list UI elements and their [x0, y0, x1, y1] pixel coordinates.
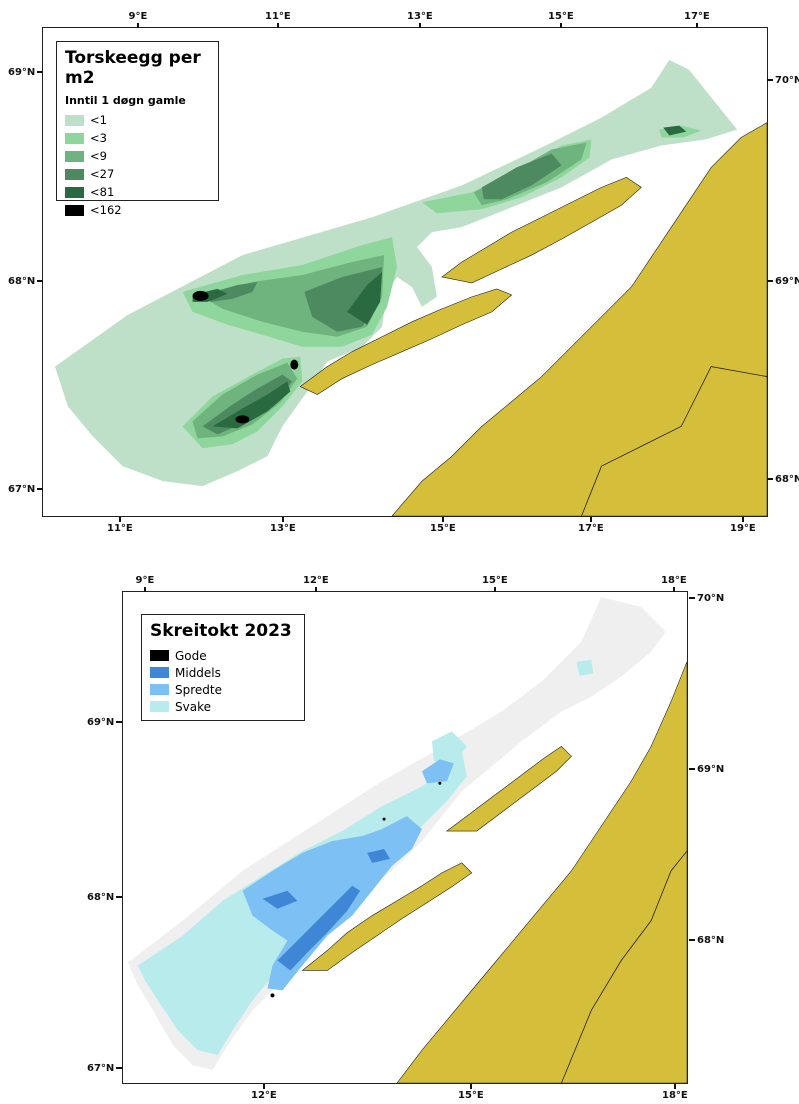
map2-right-tick: 69°N — [688, 763, 725, 775]
survey-legend: Skreitokt 2023 Gode Middels Spredte Svak… — [141, 614, 305, 721]
vesteralen-islands — [445, 745, 572, 832]
survey-map — [122, 591, 688, 1084]
legend-swatch — [150, 650, 169, 661]
map1-right-tick: 69°N — [766, 276, 799, 287]
legend-swatch — [150, 667, 169, 678]
map2-top-tick: 9°E — [135, 575, 155, 592]
map1-left-tick: 67°N — [8, 483, 44, 495]
legend-swatch — [65, 204, 84, 216]
map2-left-tick: 69°N — [87, 716, 123, 728]
survey-zone-spredte-north — [421, 759, 454, 784]
map1-top-tick: 15°E — [548, 11, 574, 28]
legend-item: Middels — [150, 664, 296, 681]
egg-zone-lt27-north — [481, 153, 562, 200]
legend-subtitle: Inntil 1 døgn gamle — [65, 94, 186, 107]
legend-item: <27 — [65, 165, 210, 183]
legend-swatch — [65, 186, 84, 198]
map1-bottom-tick: 17°E — [578, 517, 604, 534]
map2-bottom-tick: 15°E — [458, 1084, 484, 1101]
egg-zone-lt81-south — [212, 381, 291, 429]
map1-bottom-tick: 13°E — [270, 517, 296, 534]
legend-label: <162 — [90, 203, 122, 217]
survey-zone-svake-ne — [576, 659, 594, 676]
legend-item: <9 — [65, 147, 210, 165]
legend-swatch — [150, 684, 169, 695]
map2-right-tick: 70°N — [688, 592, 725, 604]
legend-item: <3 — [65, 129, 210, 147]
map1-top-tick: 17°E — [684, 11, 710, 28]
legend-title: Torskeegg per m2 — [65, 48, 201, 88]
legend-swatch — [150, 701, 169, 712]
country-border — [561, 850, 687, 1083]
map2-top-tick: 18°E — [661, 575, 687, 592]
map1-right-tick: 68°N — [766, 474, 799, 485]
map2-bottom-tick: 18°E — [662, 1084, 688, 1101]
legend-swatch — [65, 168, 84, 180]
lofoten-islands — [301, 862, 473, 971]
legend-label: <81 — [90, 185, 115, 199]
survey-zone-gode — [270, 993, 275, 998]
legend-swatch — [65, 150, 84, 162]
map1-left-tick: 69°N — [8, 66, 44, 78]
legend-item: Svake — [150, 698, 296, 715]
egg-density-map-graphic — [54, 59, 767, 516]
country-border — [581, 366, 767, 516]
survey-zone-gode — [382, 817, 386, 821]
legend-label: Svake — [175, 699, 211, 714]
map1-bottom-tick: 19°E — [730, 517, 756, 534]
survey-zone-middels-c — [367, 848, 391, 863]
egg-zone-lt81-ne — [663, 125, 687, 136]
map2-left-tick: 68°N — [87, 891, 123, 903]
survey-zone-middels-b — [262, 890, 298, 909]
survey-zone-middels — [277, 885, 361, 971]
lofoten-islands — [299, 288, 513, 395]
map2-right-tick: 68°N — [688, 934, 725, 946]
legend-label: <9 — [90, 149, 107, 163]
map1-top-tick: 13°E — [407, 11, 433, 28]
legend-item: <81 — [65, 183, 210, 201]
legend-item: Spredte — [150, 681, 296, 698]
egg-density-legend: Torskeegg per m2 Inntil 1 døgn gamle <1 … — [56, 41, 219, 217]
map2-left-tick: 67°N — [87, 1062, 123, 1074]
map2-top-tick: 12°E — [303, 575, 329, 592]
legend-title: Skreitokt 2023 — [150, 621, 292, 641]
map1-left-tick: 68°N — [8, 275, 44, 287]
map1-bottom-tick: 15°E — [430, 517, 456, 534]
egg-density-map — [42, 27, 768, 517]
legend-label: <1 — [90, 113, 107, 127]
egg-zone-lt162-a — [192, 290, 209, 301]
legend-label: Middels — [175, 665, 221, 680]
egg-zone-lt162-c — [290, 359, 299, 370]
legend-label: <3 — [90, 131, 107, 145]
map2-bottom-tick: 12°E — [251, 1084, 277, 1101]
survey-map-graphic — [127, 596, 687, 1083]
legend-swatch — [65, 132, 84, 144]
map2-top-tick: 15°E — [482, 575, 508, 592]
map1-top-tick: 9°E — [128, 11, 148, 28]
legend-item: <162 — [65, 201, 210, 219]
map1-right-tick: 70°N — [766, 75, 799, 86]
egg-zone-lt162-b — [235, 415, 250, 424]
map1-bottom-tick: 11°E — [107, 517, 133, 534]
legend-swatch — [65, 114, 84, 126]
legend-item: <1 — [65, 111, 210, 129]
legend-item: Gode — [150, 647, 296, 664]
map1-top-tick: 11°E — [265, 11, 291, 28]
vesteralen-islands — [441, 177, 642, 284]
survey-zone-svake-north — [431, 731, 467, 767]
legend-label: Gode — [175, 648, 207, 663]
mainland — [391, 122, 767, 516]
survey-zone-gode — [438, 781, 442, 785]
egg-zone-lt81 — [347, 272, 383, 325]
legend-label: <27 — [90, 167, 115, 181]
mainland — [396, 661, 687, 1083]
legend-label: Spredte — [175, 682, 222, 697]
